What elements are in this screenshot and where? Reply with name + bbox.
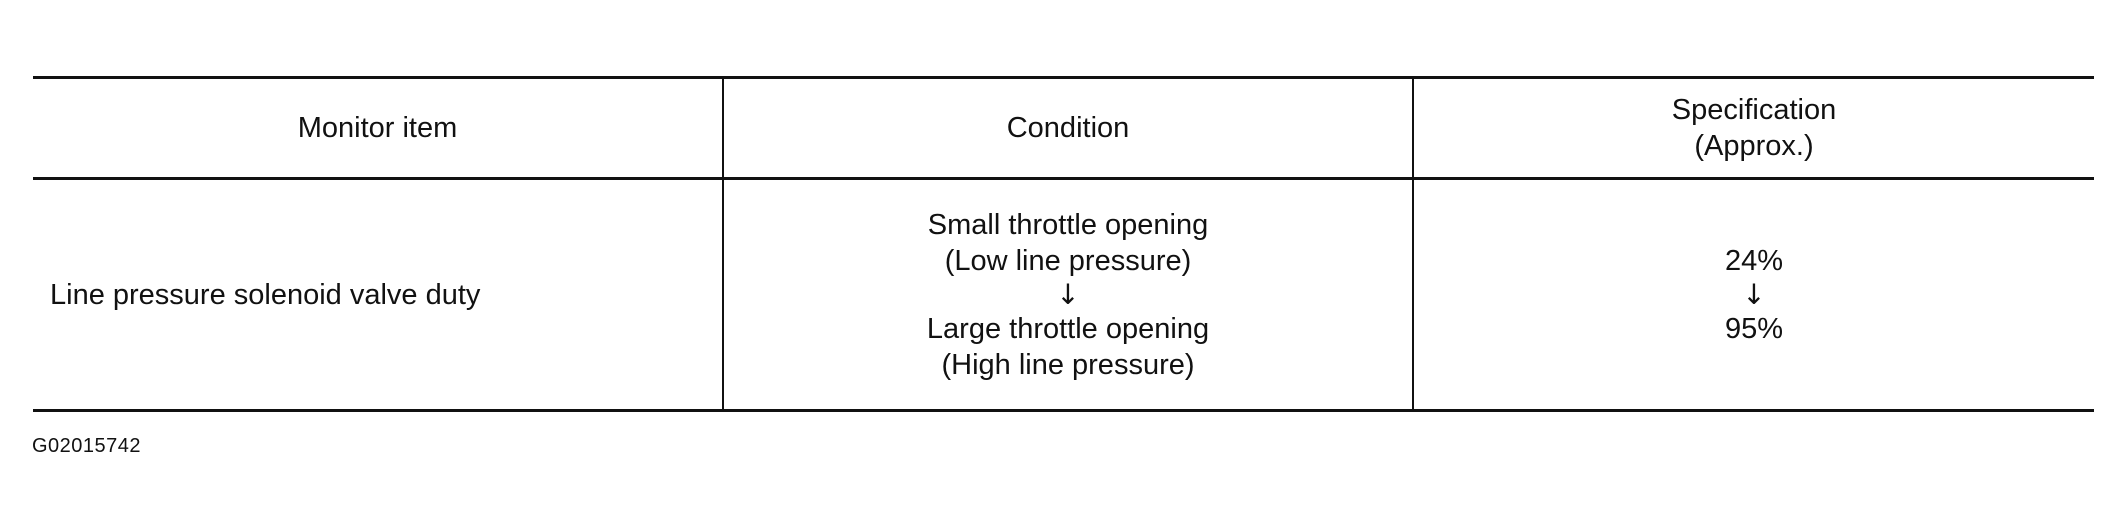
condition-to-line2: (High line pressure) xyxy=(941,348,1195,381)
condition-from-line2: (Low line pressure) xyxy=(944,244,1192,277)
table-row: Line pressure solenoid valve duty Small … xyxy=(33,178,2094,412)
cell-monitor-item: Line pressure solenoid valve duty xyxy=(33,178,723,412)
cell-condition: Small throttle opening (Low line pressur… xyxy=(722,178,1413,412)
table-header-row: Monitor item Condition Specification (Ap… xyxy=(33,76,2094,180)
header-monitor-item: Monitor item xyxy=(33,76,723,180)
specification-to-value: 95% xyxy=(1724,312,1784,345)
condition-to-line1: Large throttle opening xyxy=(926,312,1210,345)
monitor-item-text: Line pressure solenoid valve duty xyxy=(50,278,481,311)
header-specification-label: Specification xyxy=(1671,94,1837,126)
header-specification: Specification (Approx.) xyxy=(1412,76,2094,180)
figure-id-label: G02015742 xyxy=(32,435,142,457)
condition-down-arrow-icon: ↓ xyxy=(1056,277,1080,311)
specification-table: Monitor item Condition Specification (Ap… xyxy=(33,76,2094,412)
header-monitor-item-label: Monitor item xyxy=(297,112,458,144)
specification-from-value: 24% xyxy=(1724,244,1784,277)
specification-down-arrow-icon: ↓ xyxy=(1742,277,1766,311)
header-condition-label: Condition xyxy=(1006,112,1130,144)
header-condition: Condition xyxy=(722,76,1413,180)
condition-from-line1: Small throttle opening xyxy=(927,208,1209,241)
header-specification-note: (Approx.) xyxy=(1694,130,1814,162)
cell-specification: 24% ↓ 95% xyxy=(1412,178,2094,412)
